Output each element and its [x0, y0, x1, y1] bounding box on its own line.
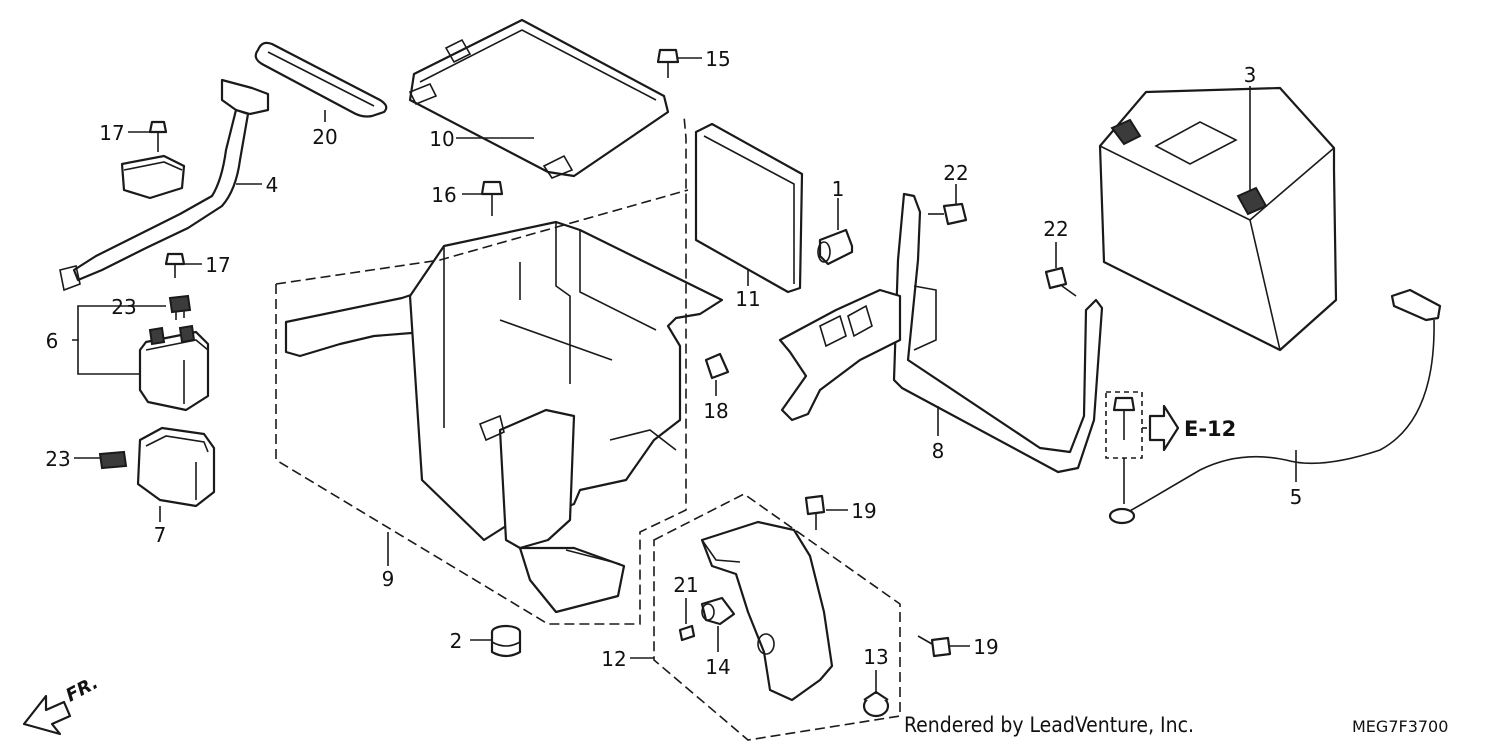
bolt-part-22-upper[interactable]: [928, 202, 968, 226]
callout-23-upper: 23: [111, 295, 136, 319]
callout-14: 14: [705, 655, 730, 679]
battery-holder-part-8[interactable]: [778, 192, 1104, 474]
bolt-part-19-upper[interactable]: [804, 494, 826, 530]
grommet-part-14[interactable]: [700, 596, 736, 626]
bolt-part-15[interactable]: [656, 48, 680, 78]
starter-cable-part-4[interactable]: [59, 78, 270, 292]
collar-part-13[interactable]: [862, 690, 890, 718]
callout-22-upper: 22: [943, 161, 968, 185]
callout-3: 3: [1244, 63, 1257, 87]
battery-box-part-9[interactable]: [284, 220, 724, 614]
callout-13: 13: [863, 645, 888, 669]
bolt-part-16[interactable]: [480, 180, 504, 216]
bolt-part-17-lower[interactable]: [164, 252, 186, 278]
callout-19-upper: 19: [851, 499, 876, 523]
callout-20: 20: [312, 125, 337, 149]
fuse-part-23-lower[interactable]: [98, 450, 128, 470]
callout-17-upper: 17: [99, 121, 124, 145]
callout-2: 2: [450, 629, 463, 653]
callout-1: 1: [832, 177, 845, 201]
front-direction-arrow-icon: [22, 694, 72, 736]
battery-box-lid-part-10[interactable]: [408, 18, 670, 179]
battery-cable-part-5[interactable]: [1108, 288, 1442, 525]
callout-19-lower: 19: [973, 635, 998, 659]
callout-8: 8: [932, 439, 945, 463]
pin-part-21[interactable]: [678, 624, 696, 642]
callout-9: 9: [382, 567, 395, 591]
rubber-cushion-part-1[interactable]: [817, 228, 854, 266]
relay-cover-part-7[interactable]: [136, 426, 216, 508]
rubber-mount-part-2[interactable]: [490, 624, 522, 658]
bolt-part-19-lower[interactable]: [917, 635, 952, 658]
credit-text: Rendered by LeadVenture, Inc.: [904, 713, 1194, 737]
callout-10: 10: [429, 127, 454, 151]
front-direction-label: FR.: [62, 672, 101, 706]
diagram-code: MEG7F3700: [1352, 717, 1448, 736]
bolt-part-22-lower[interactable]: [1044, 266, 1077, 297]
fuse-part-23-upper[interactable]: [168, 294, 192, 320]
callout-18: 18: [703, 399, 728, 423]
starter-relay-part-6[interactable]: [138, 324, 210, 412]
clip-nut-part-18[interactable]: [704, 352, 730, 380]
battery-pad-part-11[interactable]: [694, 122, 804, 294]
reference-label: E-12: [1184, 417, 1236, 441]
callout-23-lower: 23: [45, 447, 70, 471]
callout-21: 21: [673, 573, 698, 597]
side-cover-part-12[interactable]: [700, 520, 834, 702]
callout-4: 4: [266, 173, 279, 197]
callout-11: 11: [735, 287, 760, 311]
callout-7: 7: [154, 523, 167, 547]
callout-15: 15: [705, 47, 730, 71]
reference-e12[interactable]: [1105, 391, 1180, 504]
callout-12: 12: [601, 647, 626, 671]
callout-6: 6: [46, 329, 59, 353]
bolt-part-17-upper[interactable]: [148, 120, 168, 152]
rubber-strap-part-20[interactable]: [254, 41, 388, 118]
battery-part-3[interactable]: [1098, 86, 1338, 352]
callout-17-lower: 17: [205, 253, 230, 277]
callout-22-lower: 22: [1043, 217, 1068, 241]
callout-16: 16: [431, 183, 456, 207]
callout-5: 5: [1290, 485, 1303, 509]
